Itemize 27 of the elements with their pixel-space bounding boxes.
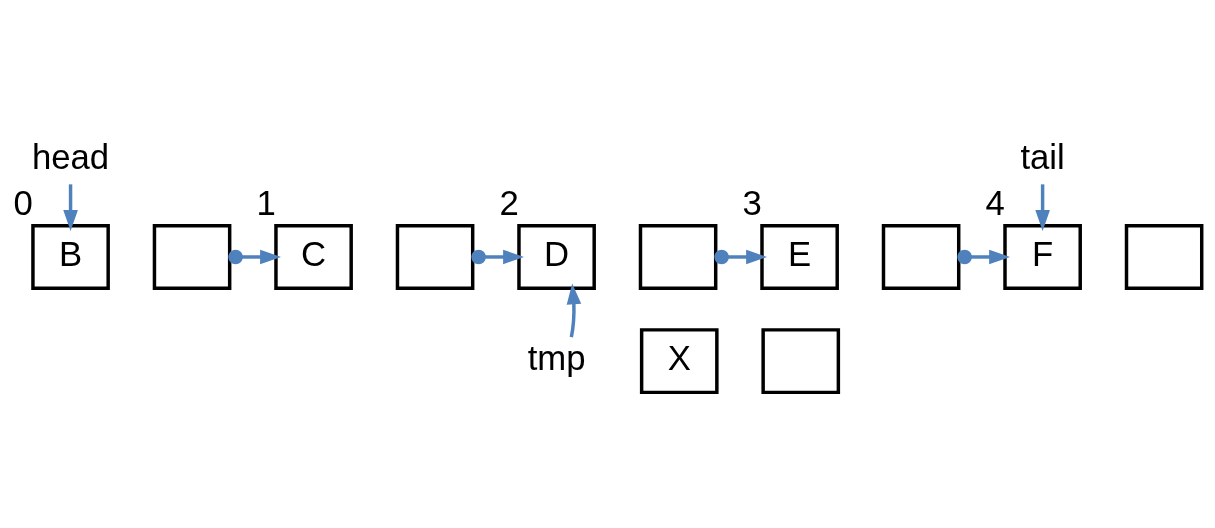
node-box: E [760, 223, 839, 290]
arrow [957, 249, 1010, 264]
arrow [714, 249, 767, 264]
node-box: D [517, 223, 596, 290]
node-text: tmp [527, 338, 586, 377]
node-label: 3 [742, 183, 762, 222]
node-text: tail [1020, 137, 1065, 176]
arrow [228, 249, 281, 264]
node-box: X [639, 327, 719, 394]
node-label: 4 [985, 183, 1005, 222]
node-box: C [274, 223, 353, 290]
node-box: F [1003, 223, 1082, 290]
node-box: B [31, 223, 110, 290]
node-box [638, 223, 718, 290]
node-box [395, 223, 475, 290]
node-text: head [31, 137, 110, 176]
arrow [566, 282, 582, 338]
node-label: 2 [499, 183, 519, 222]
arrow [63, 183, 78, 231]
node-box [152, 223, 232, 290]
node-label: 0 [13, 183, 33, 222]
arrow [471, 249, 524, 264]
node-label: 1 [256, 183, 276, 222]
node-box [881, 223, 961, 290]
arrow [1035, 183, 1050, 231]
node-box [761, 327, 841, 394]
node-box [1124, 223, 1204, 290]
